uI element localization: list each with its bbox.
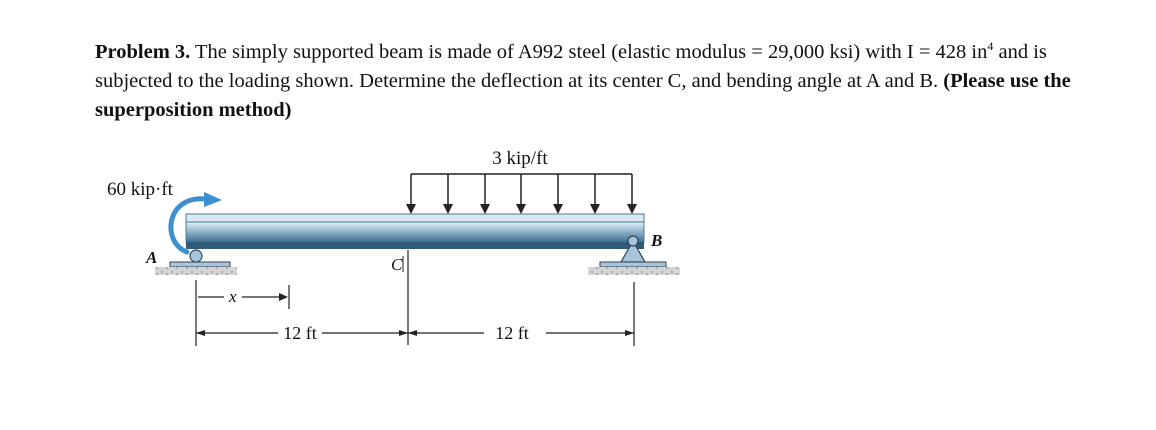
support-a [155,249,237,275]
problem-text-part-2: and is subjected to the loading shown. D… [95,41,1047,92]
load-arrow [516,174,526,214]
point-a-label: A [145,248,157,267]
distributed-load [406,173,637,214]
span-right-label: 12 ft [495,323,529,343]
inertia-exponent: 4 [987,39,994,54]
x-coordinate-indicator [195,280,290,346]
point-b-label: B [650,231,662,250]
distributed-load-label: 3 kip/ft [492,148,548,169]
point-c-label: C [391,255,403,274]
x-label: x [228,287,237,306]
load-arrow [443,174,453,214]
method-instruction: (Please use the superposition method) [95,70,1071,121]
load-arrow [480,174,490,214]
moment-label: 60 kip·ft [107,179,174,200]
load-arrow [627,174,637,214]
support-b [588,235,680,275]
problem-statement: Problem 3. The simply supported beam is … [95,38,1085,125]
problem-label: Problem 3. [95,41,191,63]
problem-text-part-1: The simply supported beam is made of A99… [190,41,988,63]
beam [185,213,645,249]
moment-arrow [168,192,222,255]
load-arrow [590,174,600,214]
dimension-line [196,282,635,346]
load-arrow [406,174,416,214]
span-left-label: 12 ft [283,323,317,343]
load-arrow [553,174,563,214]
